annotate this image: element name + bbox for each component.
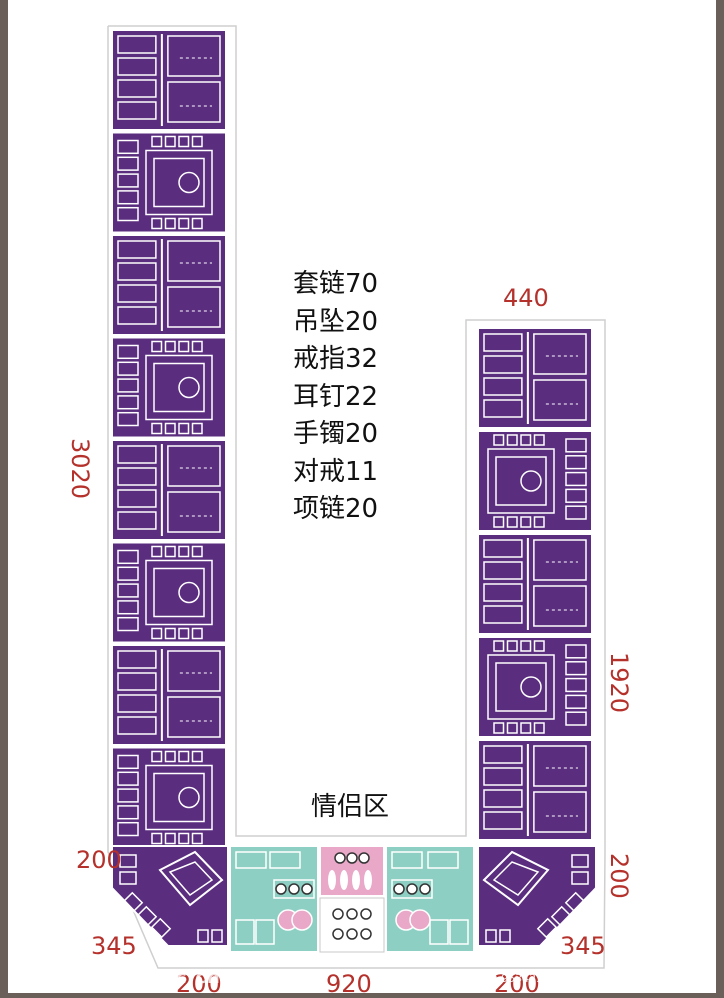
legend-item: 手镯20 xyxy=(293,416,378,454)
display-counter-module xyxy=(112,645,226,745)
legend-item: 对戒11 xyxy=(293,454,378,492)
display-counter-module xyxy=(112,543,226,643)
couple-zone-label: 情侣区 xyxy=(311,786,389,823)
legend-item: 套链70 xyxy=(293,266,378,304)
dim-left-height: 3020 xyxy=(66,438,94,494)
watermark-id: ID:9534255 NO:20201227181934338461 xyxy=(486,972,714,985)
dim-left-corner: 200 xyxy=(76,846,122,874)
display-counter-module xyxy=(112,235,226,335)
watermark: 昵享网 www.nipic.cn ID:9534255 NO:202012271… xyxy=(0,963,724,993)
dim-left-diag: 345 xyxy=(91,932,137,960)
right-corner-counter xyxy=(478,846,596,946)
display-counter-module xyxy=(478,431,592,531)
right-counter-column xyxy=(478,328,592,840)
dim-right-diag: 345 xyxy=(560,932,606,960)
legend-item: 吊坠20 xyxy=(293,304,378,342)
display-counter-module xyxy=(478,637,592,737)
display-counter-module xyxy=(112,133,226,233)
display-counter-module xyxy=(112,30,226,130)
display-counter-module xyxy=(112,338,226,438)
dim-right-width: 440 xyxy=(503,284,549,312)
left-corner-counter xyxy=(112,846,228,946)
dim-right-height: 1920 xyxy=(605,652,633,708)
legend-item: 戒指32 xyxy=(293,341,378,379)
display-counter-module xyxy=(478,328,592,428)
legend-item: 耳钉22 xyxy=(293,379,378,417)
dim-right-corner: 200 xyxy=(605,853,633,895)
couple-zone xyxy=(230,846,474,952)
display-counter-module xyxy=(112,748,226,848)
legend-item: 项链20 xyxy=(293,491,378,529)
display-counter-module xyxy=(112,440,226,540)
watermark-logo: 昵享网 www.nipic.cn xyxy=(10,963,221,989)
product-count-list: 套链70 吊坠20 戒指32 耳钉22 手镯20 对戒11 项链20 xyxy=(293,266,378,529)
display-counter-module xyxy=(478,534,592,634)
left-counter-column xyxy=(112,30,226,848)
display-counter-module xyxy=(478,740,592,840)
